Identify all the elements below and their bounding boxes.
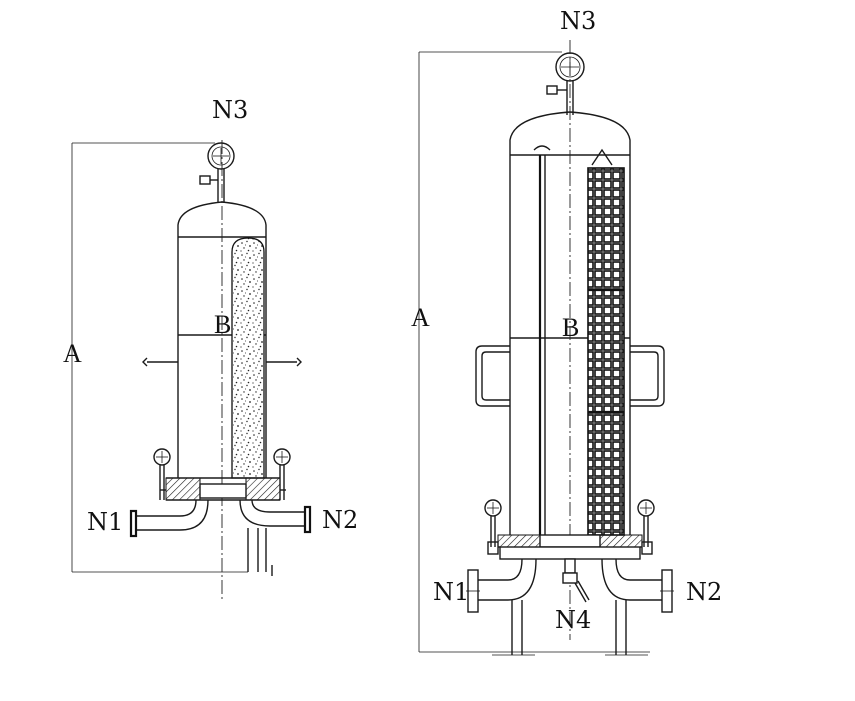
left-filter: N3 N1 N2 A B <box>63 96 358 600</box>
right-filter: N3 N1 N2 N4 A B <box>411 7 722 656</box>
right-handles <box>475 345 665 407</box>
right-label-n4: N4 <box>555 606 591 634</box>
right-label-n3: N3 <box>560 7 596 35</box>
left-dimension-a <box>71 142 248 573</box>
right-outlet-pipe <box>601 558 674 613</box>
right-inlet-pipe <box>466 558 537 613</box>
right-pressure-gauge <box>546 52 585 115</box>
left-filter-element <box>231 237 265 479</box>
left-legs <box>247 528 273 576</box>
right-legs <box>492 600 648 656</box>
right-drain-valve <box>562 558 590 603</box>
left-eye-bolts <box>153 448 291 500</box>
right-flange <box>487 534 653 560</box>
left-label-n1: N1 <box>87 508 123 536</box>
right-cartridge-element <box>587 167 625 536</box>
left-label-a: A <box>63 339 82 368</box>
right-eye-bolts <box>484 499 655 547</box>
left-flange <box>160 477 286 501</box>
right-label-a: A <box>411 303 430 332</box>
right-label-b: B <box>562 313 579 342</box>
left-label-b: B <box>214 310 231 339</box>
left-label-n3: N3 <box>212 96 248 124</box>
left-inlet-pipe <box>129 499 209 538</box>
left-outlet-pipe <box>239 499 312 534</box>
right-dimension-a <box>418 51 650 653</box>
left-pressure-gauge <box>199 142 235 203</box>
right-label-n2: N2 <box>686 578 722 606</box>
left-label-n2: N2 <box>322 506 358 534</box>
right-label-n1: N1 <box>433 578 469 606</box>
